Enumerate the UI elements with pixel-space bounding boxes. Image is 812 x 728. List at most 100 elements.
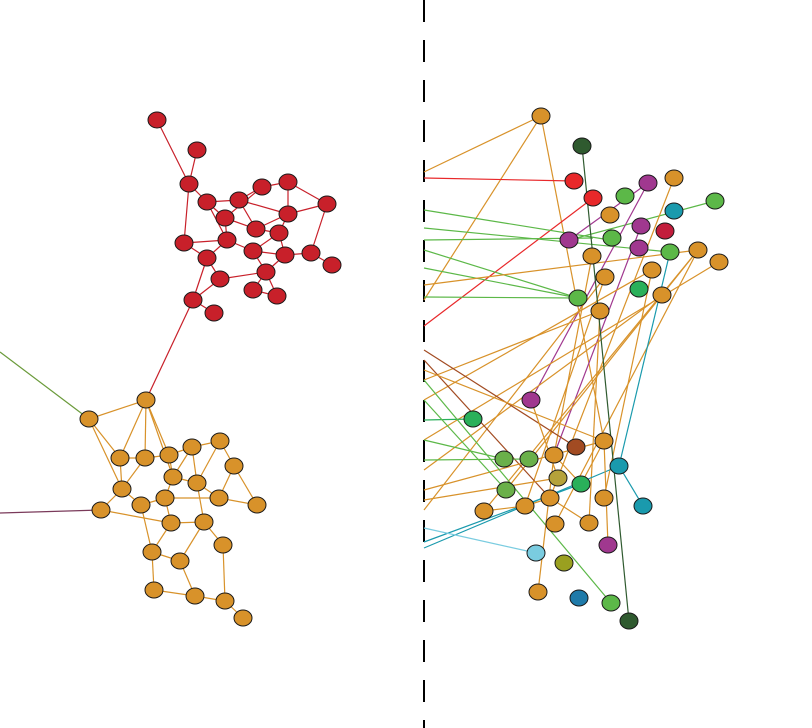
orange-cluster-node [187,474,207,492]
red-cluster-node [183,291,203,309]
right-graph-node [583,189,603,207]
right-graph-node [705,192,725,210]
external-edge [0,509,102,514]
orange-cluster-node [210,432,230,450]
right-graph-node [540,489,560,507]
orange-cluster-node [185,587,205,605]
red-cluster-node [252,178,272,196]
right-graph-node [564,172,584,190]
right-graph-edge [423,209,611,241]
external-edge [0,351,90,420]
right-graph-node [633,497,653,515]
orange-cluster-node [131,496,151,514]
right-graph-node [474,502,494,520]
orange-cluster-node [247,496,267,514]
red-cluster-node [229,191,249,209]
right-graph-node [568,289,588,307]
red-cluster-node [243,242,263,260]
red-cluster-node [204,304,224,322]
red-cluster-node [243,281,263,299]
orange-cluster-edge [88,418,123,490]
right-graph-node [463,410,483,428]
right-graph-node [569,589,589,607]
orange-cluster-edge [100,509,172,524]
right-graph-edge [423,115,542,301]
right-graph-node [638,174,658,192]
right-graph-edge [588,310,601,524]
right-graph-node [545,515,565,533]
red-cluster-node [301,244,321,262]
right-graph-node [526,544,546,562]
orange-cluster-node [182,438,202,456]
right-graph-edge [423,115,542,173]
right-graph-node [601,594,621,612]
right-graph-node [544,446,564,464]
right-graph-node [519,450,539,468]
red-cluster-node [197,249,217,267]
right-graph-node [642,261,662,279]
right-graph-edge [423,249,579,299]
right-graph-node [631,217,651,235]
right-graph-edge [553,225,642,456]
orange-cluster-edge [88,399,147,420]
red-cluster-node [322,256,342,274]
red-cluster-node [197,193,217,211]
orange-cluster-edge [119,399,147,459]
right-graph-edge [423,249,699,286]
right-graph-node [579,514,599,532]
right-graph-edge [581,145,630,622]
right-graph-node [594,489,614,507]
right-graph-node [619,612,639,630]
right-graph-node [496,481,516,499]
orange-cluster-node [142,543,162,561]
orange-cluster-node [112,480,132,498]
right-graph-edge [423,379,612,604]
red-cluster-node [269,224,289,242]
right-graph-edge [423,310,601,381]
right-graph-node [598,536,618,554]
orange-cluster-node [110,449,130,467]
right-graph-edge [423,477,559,501]
right-graph-node [571,475,591,493]
right-graph-edge [423,294,663,471]
right-graph-node [582,247,602,265]
right-graph-node [559,231,579,249]
orange-cluster-node [135,449,155,467]
right-graph-node [615,187,635,205]
orange-cluster-node [209,489,229,507]
red-cluster-node [210,270,230,288]
right-graph-edge [423,369,605,442]
right-graph-edges [423,115,720,622]
orange-cluster-node [155,489,175,507]
right-graph-node [609,457,629,475]
right-graph-node [655,222,675,240]
right-graph-node [652,286,672,304]
right-graph-edge [603,269,653,499]
right-graph-node [660,243,680,261]
orange-cluster-node [159,446,179,464]
red-cluster-node [187,141,207,159]
right-graph-edge [423,197,594,327]
red-cluster-edge [183,183,190,244]
right-graph-edge [524,276,606,507]
red-cluster-node [179,175,199,193]
right-graph-edge [423,296,579,299]
right-graph-nodes [463,107,729,630]
right-graph-edge [530,399,559,479]
orange-cluster-node [91,501,111,519]
right-graph-node [688,241,708,259]
right-graph-edge [423,177,575,182]
right-graph-node [664,202,684,220]
right-graph-edge [423,349,577,448]
right-graph-node [521,391,541,409]
orange-cluster-node [215,592,235,610]
orange-cluster-edge [145,399,174,478]
right-graph-node [602,229,622,247]
orange-cluster-node [194,513,214,531]
right-graph-node [494,450,514,468]
right-graph-node [600,206,620,224]
right-graph-node [554,554,574,572]
right-graph-node [629,239,649,257]
right-graph-edge [423,227,671,253]
